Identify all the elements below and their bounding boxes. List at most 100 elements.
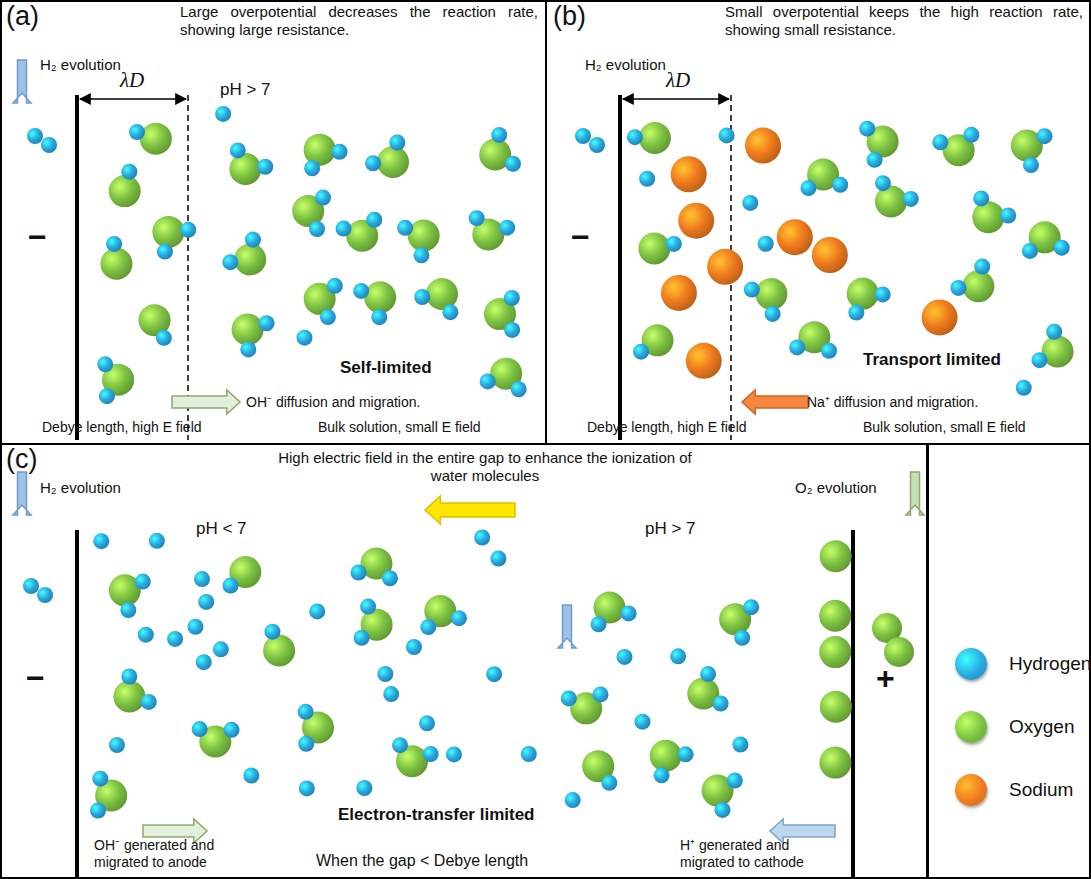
hydrogen-atom bbox=[336, 220, 352, 236]
hydrogen-atom bbox=[423, 746, 439, 762]
hydrogen-atom bbox=[120, 602, 136, 618]
hydrogen-atom bbox=[413, 247, 429, 263]
sodium-atom bbox=[707, 249, 743, 285]
hydrogen-atom bbox=[565, 792, 581, 808]
panel-text: − bbox=[26, 659, 45, 697]
panel-text: (b) bbox=[553, 0, 586, 32]
oxygen-atom bbox=[232, 313, 264, 345]
hydrogen-atom bbox=[742, 195, 758, 211]
hydrogen-atom bbox=[451, 610, 467, 626]
legend-swatch bbox=[955, 774, 987, 806]
hydrogen-atom bbox=[666, 236, 682, 252]
panel-text: − bbox=[571, 218, 590, 256]
oxygen-atom bbox=[820, 691, 852, 723]
debye-length-arrow bbox=[623, 98, 729, 100]
sodium-atom bbox=[745, 128, 781, 164]
sodium-atom bbox=[777, 219, 813, 255]
hydrogen-atom bbox=[187, 619, 203, 635]
hydrogen-atom bbox=[1046, 324, 1062, 340]
hydrogen-atom bbox=[257, 159, 273, 175]
hydrogen-atom bbox=[627, 129, 643, 145]
sodium-atom bbox=[671, 156, 707, 192]
hydrogen-atom bbox=[230, 142, 246, 158]
gas-arrow bbox=[13, 472, 31, 515]
hydrogen-atom bbox=[505, 156, 521, 172]
oxygen-atom bbox=[639, 122, 671, 154]
hydrogen-atom bbox=[93, 533, 109, 549]
oxygen-atom bbox=[152, 216, 184, 248]
sodium-atom bbox=[922, 299, 958, 335]
hydrogen-atom bbox=[765, 306, 781, 322]
oxygen-atom bbox=[820, 540, 852, 572]
oxygen-atom bbox=[847, 278, 879, 310]
hydrogen-atom bbox=[309, 603, 325, 619]
hydrogen-atom bbox=[442, 304, 458, 320]
panel-box: (a)Large overpotential decreases the rea… bbox=[0, 0, 547, 445]
oxygen-atom bbox=[304, 134, 336, 166]
hydrogen-atom bbox=[950, 280, 966, 296]
hydrogen-atom bbox=[243, 767, 259, 783]
hydrogen-atom bbox=[713, 696, 729, 712]
hydrogen-atom bbox=[354, 630, 370, 646]
gas-arrow bbox=[906, 472, 924, 515]
hydrogen-atom bbox=[734, 630, 750, 646]
flow-arrow bbox=[742, 390, 808, 414]
hydrogen-atom bbox=[382, 570, 398, 586]
legend-item: Oxygen bbox=[955, 711, 1074, 743]
hydrogen-atom bbox=[732, 736, 748, 752]
panel-text: H⁺ generated and migrated to cathode bbox=[680, 837, 845, 871]
panel-text: (a) bbox=[6, 0, 39, 32]
panel-text: pH > 7 bbox=[220, 80, 271, 100]
hydrogen-atom bbox=[192, 721, 208, 737]
hydrogen-atom bbox=[99, 388, 115, 404]
hydrogen-atom bbox=[27, 128, 43, 144]
hydrogen-atom bbox=[420, 619, 436, 635]
hydrogen-atom bbox=[360, 599, 376, 615]
hydrogen-atom bbox=[366, 212, 382, 228]
legend-label: Hydrogen bbox=[1009, 653, 1091, 675]
panel-box: (c)High electric field in the entire gap… bbox=[0, 443, 929, 879]
hydrogen-atom bbox=[419, 715, 435, 731]
legend-label: Sodium bbox=[1009, 779, 1073, 801]
hydrogen-atom bbox=[480, 373, 496, 389]
panel-text: Bulk solution, small E field bbox=[863, 419, 1026, 436]
panel-text: pH < 7 bbox=[196, 519, 247, 539]
hydrogen-atom bbox=[670, 648, 686, 664]
hydrogen-atom bbox=[446, 746, 462, 762]
hydrogen-atom bbox=[167, 631, 183, 647]
legend-swatch bbox=[955, 648, 987, 680]
panel-text: Electron-transfer limited bbox=[338, 805, 535, 825]
panel-text: Debye length, high E field bbox=[42, 419, 202, 436]
hydrogen-atom bbox=[758, 236, 774, 252]
hydrogen-atom bbox=[486, 666, 502, 682]
hydrogen-atom bbox=[327, 278, 343, 294]
hydrogen-atom bbox=[141, 694, 157, 710]
hydrogen-atom bbox=[511, 381, 527, 397]
hydrogen-atom bbox=[320, 309, 336, 325]
hydrogen-atom bbox=[634, 714, 650, 730]
hydrogen-atom bbox=[414, 289, 430, 305]
hydrogen-atom bbox=[963, 127, 979, 143]
hydrogen-atom bbox=[397, 220, 413, 236]
hydrogen-atom bbox=[365, 155, 381, 171]
hydrogen-atom bbox=[196, 654, 212, 670]
hydrogen-atom bbox=[97, 356, 113, 372]
hydrogen-atom bbox=[932, 134, 948, 150]
hydrogen-atom bbox=[714, 802, 730, 818]
oxygen-atom bbox=[100, 248, 132, 280]
hydrogen-atom bbox=[23, 578, 39, 594]
hydrogen-atom bbox=[194, 571, 210, 587]
sodium-atom bbox=[812, 237, 848, 273]
field-arrow bbox=[425, 496, 515, 524]
panel-text: H₂ evolution bbox=[585, 56, 666, 74]
hydrogen-atom bbox=[259, 315, 275, 331]
panel-text: OH⁻ generated and migrated to anode bbox=[94, 837, 254, 871]
hydrogen-atom bbox=[224, 722, 240, 738]
oxygen-atom bbox=[819, 600, 851, 632]
debye-length-arrow bbox=[80, 98, 186, 100]
oxygen-atom bbox=[377, 146, 409, 178]
hydrogen-atom bbox=[589, 137, 605, 153]
hydrogen-atom bbox=[1000, 207, 1016, 223]
hydrogen-atom bbox=[383, 686, 399, 702]
